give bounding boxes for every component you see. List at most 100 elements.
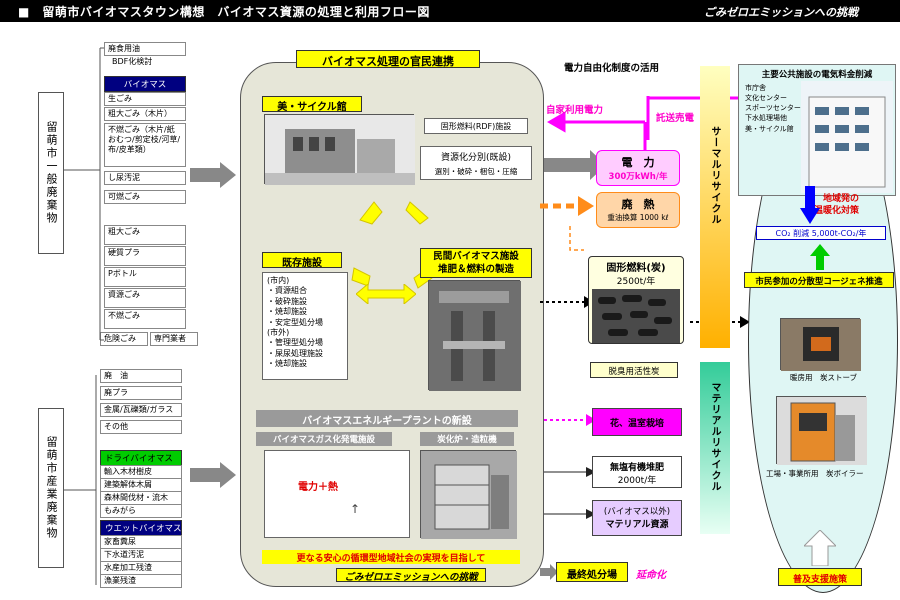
existing-item: ・破砕施設 [267,296,307,306]
existing-title: 既存施設 [262,252,342,269]
list-item: Pボトル [104,267,186,287]
co2-box: CO₂ 削減 5,000t-CO₂/年 [756,226,886,240]
extend-label: 延命化 [636,570,666,581]
boiler-label: 工場・事業所用 炭ボイラー [766,469,864,478]
warming-label: 地域発の 温暖化対策 [814,194,859,217]
charcoal-image [592,289,680,343]
rdf-facility: 固形燃料(RDF)施設 [424,118,528,134]
list-item: 金属/瓦礫類/ガラス [100,403,182,417]
power-value: 300万kWh/年 [608,172,668,182]
double-arrow-icon [356,284,416,304]
support-box: 普及支援施策 [778,568,862,586]
list-item: 漁業残渣 [100,574,182,588]
solid-fuel-title: 固形燃料(炭) [606,263,666,274]
material-box: (バイオマス以外) マテリアル資源 [592,500,682,536]
list-item: 粗大ごみ（木片） [104,107,186,121]
power-box: 電 力 300万kWh/年 [596,150,680,186]
list-item: 硬質プラ [104,246,186,266]
carbonizer: 炭化炉・造粒機 [420,432,514,446]
gas-facility: バイオマスガス化発電施設 [256,432,392,446]
existing-list: (市内) ・資源組合 ・破砕施設 ・焼却施設 ・安定型処分場 (市外) ・管理型… [262,272,348,380]
thermal-bar: サーマルリサイクル [700,66,730,348]
existing-item: (市内) [267,276,290,285]
down-arrow-icon [800,186,820,224]
cogen-box: 市民参加の分散型コージェネ推進 [744,272,894,288]
waste-heat-title: 廃 熱 [621,198,655,211]
list-item: もみがら [100,504,182,518]
facility-item: 美・サイクル館 [745,124,794,133]
private-facility-title: 民間バイオマス施設 堆肥＆燃料の製造 [420,248,532,278]
facility-item: スポーツセンター [745,104,801,113]
waste-heat-box: 廃 熱 重油換算 1000 kℓ [596,192,680,228]
waste-heat-value: 重油換算 1000 kℓ [607,213,669,222]
list-item: 不燃ごみ（木片/紙おむつ/剪定枝/河草/布/皮革類） [104,123,186,167]
list-item: 廃 油 [100,369,182,383]
existing-item: ・管理型処分場 [267,338,323,348]
panel-title: バイオマス処理の官民連携 [296,50,480,68]
material-recycle-label: マテリアルリサイクル [709,382,720,492]
title-slogan: ごみゼロエミッションへの挑戦 [704,6,858,19]
material-bar: マテリアルリサイクル [700,362,730,534]
existing-item: ・資源組合 [267,286,307,296]
up-arrow-icon: ↑ [350,502,361,516]
facility-item: 市庁舎 [745,84,766,92]
fertilizer-box: 無塩有機堆肥 2000t/年 [592,456,682,488]
existing-item: ・安定型処分場 [267,317,323,327]
private-title-2: 堆肥＆燃料の製造 [437,263,514,275]
left-connectors [64,47,236,585]
fertilizer-value: 2000t/年 [617,476,657,486]
arrow-right-icon [190,162,236,188]
list-item: その他 [100,420,182,434]
list-item: 廃プラ [100,386,182,400]
biomass-header: バイオマス [104,76,186,92]
stove-label: 暖房用 炭ストーブ [790,373,858,382]
fertilizer-title: 無塩有機堆肥 [609,463,664,473]
arrow-right-icon [544,150,606,180]
sorting-title: 資源化分別(既設) [440,153,512,163]
self-power-label: 自家利用電力 [546,105,604,116]
facility-item: 文化センター [745,94,787,103]
arrow-right-icon [540,564,558,580]
public-facility-panel: 主要公共施設の電気料金削減 市庁舎 文化センター スポーツセンター 下水処理場他… [738,64,896,196]
list-item: 可燃ごみ [104,190,186,204]
list-item: 廃食用油 [104,42,186,56]
solid-fuel-value: 2500t/年 [616,277,656,287]
arrow-right-icon [190,462,236,488]
list-item: 生ごみ [104,92,186,106]
facility-list: 市庁舎 文化センター スポーツセンター 下水処理場他 美・サイクル館 [745,83,801,134]
industrial-waste-label: 留萌市産業廃棄物 [38,408,64,568]
bdf-note: BDF化検討 [112,57,153,66]
private-title-1: 民間バイオマス施設 [433,251,519,262]
material-title: マテリアル資源 [605,520,669,530]
existing-item: ・屎尿処理施設 [267,348,323,358]
material-note: (バイオマス以外) [603,507,671,517]
warming-line-2: 温暖化対策 [814,205,860,216]
plant-photo [420,450,517,539]
power-heat-label: 電力＋熱 [298,482,338,493]
new-plant-bar: バイオマスエネルギープラントの新設 [256,410,518,427]
sorting-box: 資源化分別(既設) 選別・破砕・梱包・圧縮 [420,146,532,180]
facility-photo [264,114,415,185]
gas-area [264,450,410,538]
existing-item: ・焼却施設 [267,359,307,369]
up-arrow-icon [804,530,836,566]
specialist-item: 専門業者 [150,332,198,346]
list-item: 資源ごみ [104,288,186,308]
list-item: 粗大ごみ [104,225,186,245]
general-waste-label: 留萌市一般廃棄物 [38,92,64,254]
sorting-detail: 選別・破砕・梱包・圧縮 [434,167,518,176]
goal-text: 更なる安心の循環型地域社会の実現を目指して [262,550,520,564]
title-bar: ■ 留萌市バイオマスタウン構想 バイオマス資源の処理と利用フロー図 ごみゼロエミ… [0,0,900,22]
existing-item: (市外) [267,327,290,337]
building-image [801,81,893,193]
stove-photo [780,318,861,371]
challenge-text: ごみゼロエミッションへの挑戦 [336,568,486,583]
existing-item: ・焼却施設 [267,307,307,317]
boiler-photo [776,396,867,465]
thermal-label: サーマルリサイクル [709,126,720,225]
hazard-item: 危険ごみ [100,332,148,346]
liberalize-label: 電力自由化制度の活用 [564,63,660,74]
list-item: し尿汚泥 [104,171,186,185]
list-item: 不燃ごみ [104,309,186,329]
facility-title: 美・サイクル館 [262,96,362,113]
